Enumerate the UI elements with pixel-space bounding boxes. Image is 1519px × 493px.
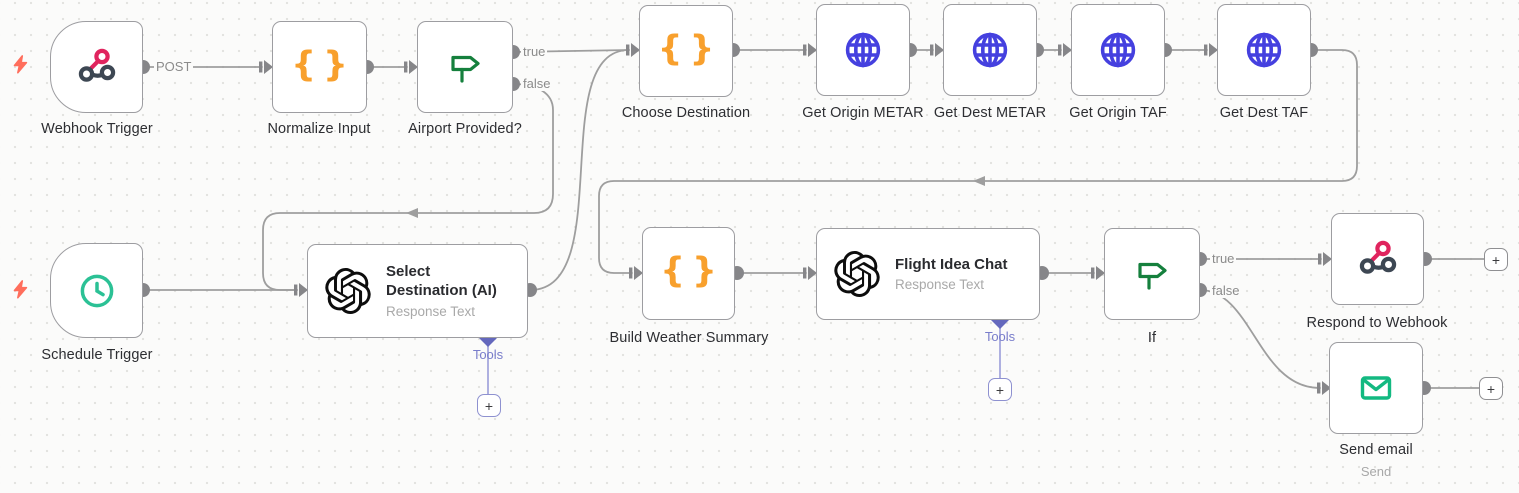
node-title: Select Destination (AI) bbox=[386, 263, 497, 299]
add-tool-button[interactable]: + bbox=[988, 378, 1012, 401]
node-label: Build Weather Summary bbox=[609, 330, 769, 346]
add-node-button[interactable]: + bbox=[1484, 248, 1508, 271]
input-endpoint bbox=[629, 266, 643, 280]
plus-icon: + bbox=[1491, 251, 1501, 268]
node-label: Send email bbox=[1339, 442, 1413, 458]
node-label: If bbox=[1147, 330, 1157, 346]
node-sublabel: Send bbox=[1360, 464, 1392, 479]
tools-connector-label: Tools bbox=[984, 329, 1016, 344]
node-flight-idea-chat[interactable]: Flight Idea Chat Response Text bbox=[816, 228, 1040, 320]
input-endpoint bbox=[1204, 43, 1218, 57]
webhook-icon bbox=[78, 48, 115, 82]
connection-airport-false-to-select[interactable] bbox=[262, 83, 554, 291]
node-title: Flight Idea Chat bbox=[895, 255, 1008, 273]
node-schedule-trigger[interactable] bbox=[50, 243, 143, 338]
plus-icon: + bbox=[1486, 380, 1496, 397]
signpost-icon bbox=[1138, 262, 1167, 290]
braces-icon: {} bbox=[660, 251, 717, 291]
connection-if-false-to-send-email[interactable] bbox=[1199, 289, 1321, 389]
node-label: Webhook Trigger bbox=[41, 121, 153, 137]
input-endpoint bbox=[1318, 252, 1332, 266]
connection-label-false: false bbox=[521, 76, 553, 91]
input-endpoint bbox=[404, 60, 418, 74]
zap-icon bbox=[13, 280, 28, 299]
input-endpoint bbox=[1317, 381, 1331, 395]
input-endpoint bbox=[803, 266, 817, 280]
connection-label-true: true bbox=[1210, 251, 1237, 266]
node-subtitle: Response Text bbox=[386, 303, 476, 319]
node-airport-provided[interactable] bbox=[417, 21, 513, 113]
input-endpoint bbox=[294, 283, 308, 297]
braces-icon: {} bbox=[291, 44, 348, 85]
node-send-email[interactable] bbox=[1329, 342, 1423, 434]
node-if[interactable] bbox=[1104, 228, 1200, 320]
node-label: Airport Provided? bbox=[408, 121, 522, 137]
braces-icon: {} bbox=[657, 28, 715, 69]
zap-icon bbox=[13, 55, 28, 74]
connection-label-true: true bbox=[521, 44, 548, 59]
node-get-origin-metar[interactable] bbox=[816, 4, 910, 96]
connection-label-false: false bbox=[1210, 283, 1242, 298]
webhook-icon bbox=[1359, 240, 1396, 274]
node-label: Get Origin TAF bbox=[1069, 105, 1167, 121]
mail-icon bbox=[1360, 376, 1392, 400]
add-tool-button[interactable]: + bbox=[477, 394, 501, 417]
signpost-icon bbox=[451, 55, 480, 83]
tools-connector-label: Tools bbox=[472, 347, 504, 362]
node-normalize-input[interactable]: {} bbox=[272, 21, 367, 113]
node-get-dest-metar[interactable] bbox=[943, 4, 1037, 96]
input-endpoint bbox=[930, 43, 944, 57]
input-endpoint bbox=[1091, 266, 1105, 280]
node-get-dest-taf[interactable] bbox=[1217, 4, 1311, 96]
plus-icon: + bbox=[995, 381, 1005, 398]
add-node-button[interactable]: + bbox=[1479, 377, 1503, 400]
node-webhook-trigger[interactable] bbox=[50, 21, 143, 113]
node-label: Get Dest METAR bbox=[933, 105, 1047, 121]
globe-icon bbox=[972, 32, 1008, 68]
plus-icon: + bbox=[484, 397, 494, 414]
node-build-weather-summary[interactable]: {} bbox=[642, 227, 735, 320]
node-label: Get Dest TAF bbox=[1219, 105, 1309, 121]
node-respond-to-webhook[interactable] bbox=[1331, 213, 1424, 305]
openai-icon bbox=[325, 268, 371, 314]
clock-icon bbox=[80, 274, 113, 307]
node-choose-destination[interactable]: {} bbox=[639, 5, 733, 97]
connection-label-post: POST bbox=[154, 59, 194, 74]
input-endpoint bbox=[259, 60, 273, 74]
connection-select-to-choose[interactable] bbox=[529, 49, 630, 291]
globe-icon bbox=[1246, 32, 1282, 68]
input-endpoint bbox=[1058, 43, 1072, 57]
input-endpoint bbox=[626, 43, 640, 57]
globe-icon bbox=[1100, 32, 1136, 68]
node-select-destination-ai[interactable]: Select Destination (AI) Response Text bbox=[307, 244, 528, 338]
node-label: Respond to Webhook bbox=[1306, 315, 1448, 331]
node-label: Normalize Input bbox=[267, 121, 371, 137]
node-label: Schedule Trigger bbox=[41, 347, 153, 363]
arrow-left-icon bbox=[406, 208, 418, 218]
node-label: Get Origin METAR bbox=[802, 105, 924, 121]
node-subtitle: Response Text bbox=[895, 277, 985, 293]
input-endpoint bbox=[803, 43, 817, 57]
globe-icon bbox=[845, 32, 881, 68]
openai-icon bbox=[834, 251, 880, 297]
node-get-origin-taf[interactable] bbox=[1071, 4, 1165, 96]
node-label: Choose Destination bbox=[621, 105, 751, 121]
arrow-left-icon bbox=[973, 176, 985, 186]
